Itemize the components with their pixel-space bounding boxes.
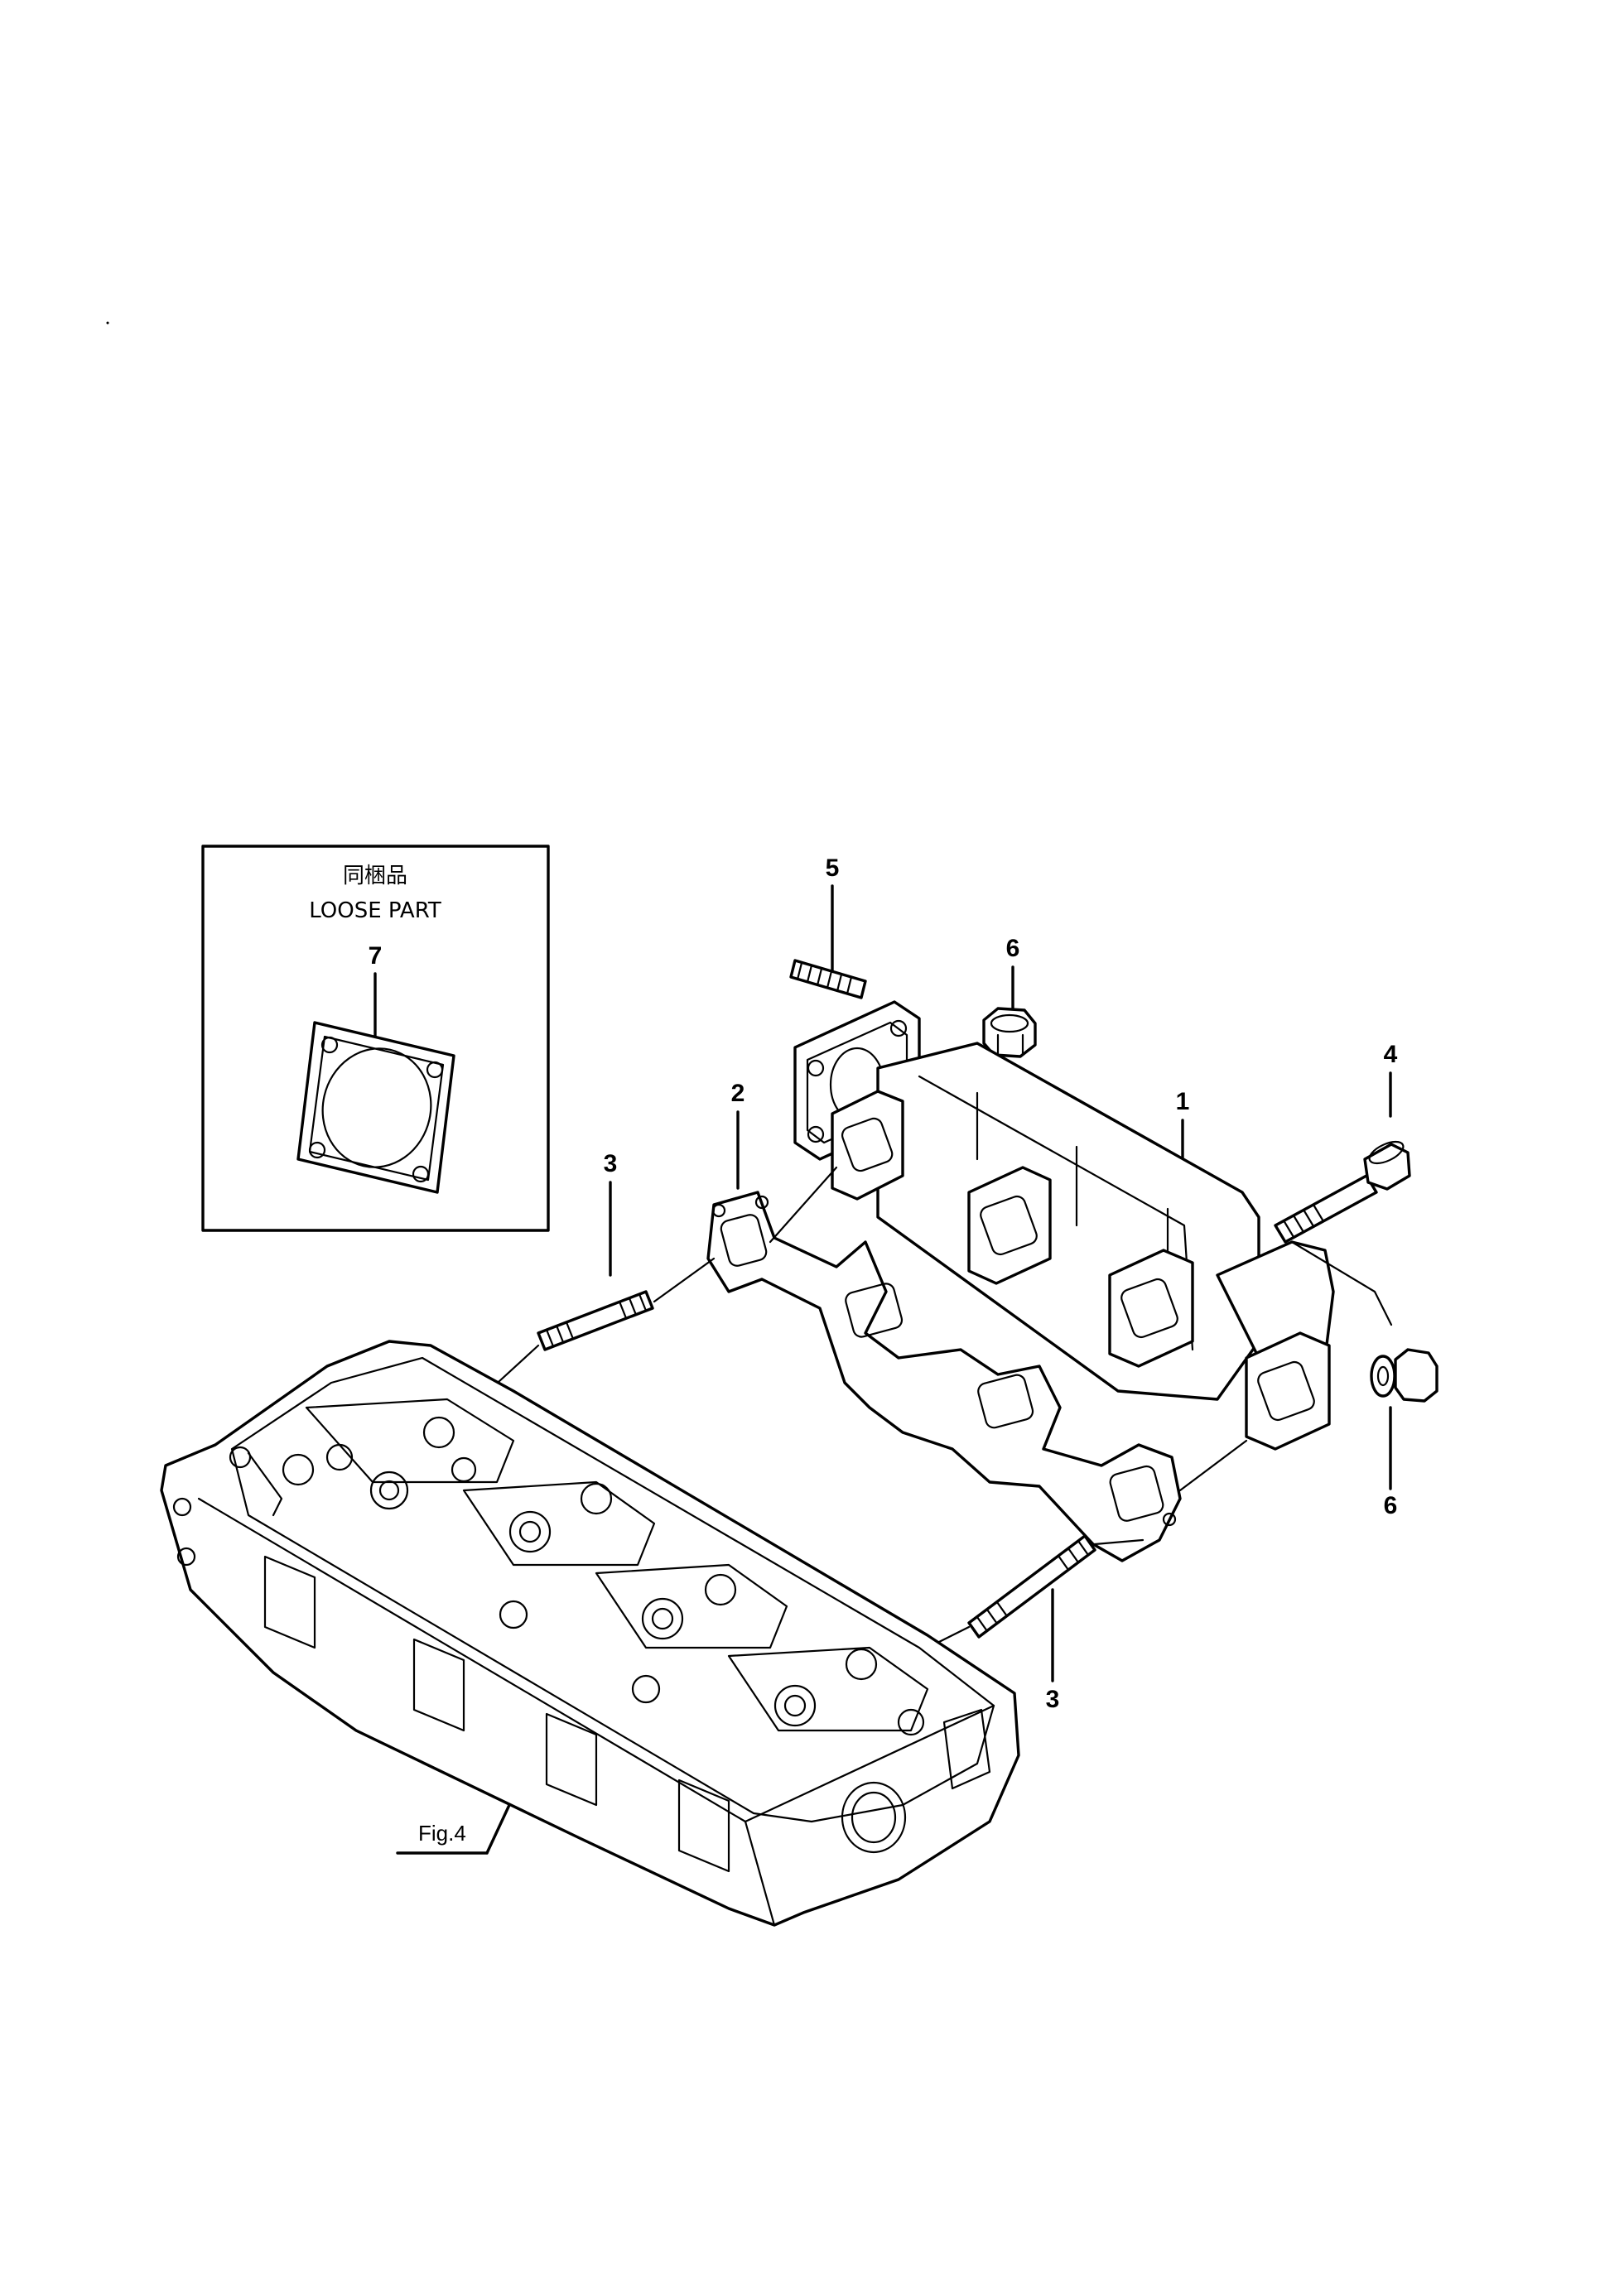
stud-bolt-3-bottom (967, 1534, 1096, 1639)
callout-1: 1 (1176, 1088, 1190, 1115)
loose-part-title-jp: 同梱品 (343, 864, 407, 888)
loose-part-box: 同梱品 LOOSE PART 7 (201, 845, 550, 1232)
stray-dot (106, 321, 109, 325)
loose-part-title-en: LOOSE PART (309, 898, 441, 923)
bolt-4 (1274, 1140, 1411, 1244)
callout-6-top: 6 (1006, 935, 1020, 962)
stud-bolt-5 (789, 959, 867, 999)
exhaust-manifold-1 (793, 1000, 1393, 1451)
square-gasket-7 (296, 1021, 455, 1194)
nut-6-bottom (1370, 1348, 1438, 1403)
fig-4-label: Fig.4 (418, 1821, 466, 1846)
stud-bolt-3-top (537, 1290, 654, 1351)
figure-reference: Fig.4 (396, 1803, 511, 1855)
callout-5: 5 (826, 854, 840, 882)
cylinder-head (160, 1340, 1020, 1927)
callout-3-top: 3 (604, 1150, 618, 1177)
callout-2: 2 (731, 1080, 745, 1107)
callout-4: 4 (1384, 1041, 1398, 1068)
callout-7: 7 (369, 942, 383, 970)
manifold-gasket-2 (706, 1191, 1182, 1562)
nut-6-top (982, 1007, 1037, 1058)
callout-6-bottom: 6 (1384, 1492, 1398, 1519)
callouts: 5 6 2 1 4 3 6 3 (604, 854, 1398, 1713)
callout-3-bottom: 3 (1046, 1686, 1060, 1713)
